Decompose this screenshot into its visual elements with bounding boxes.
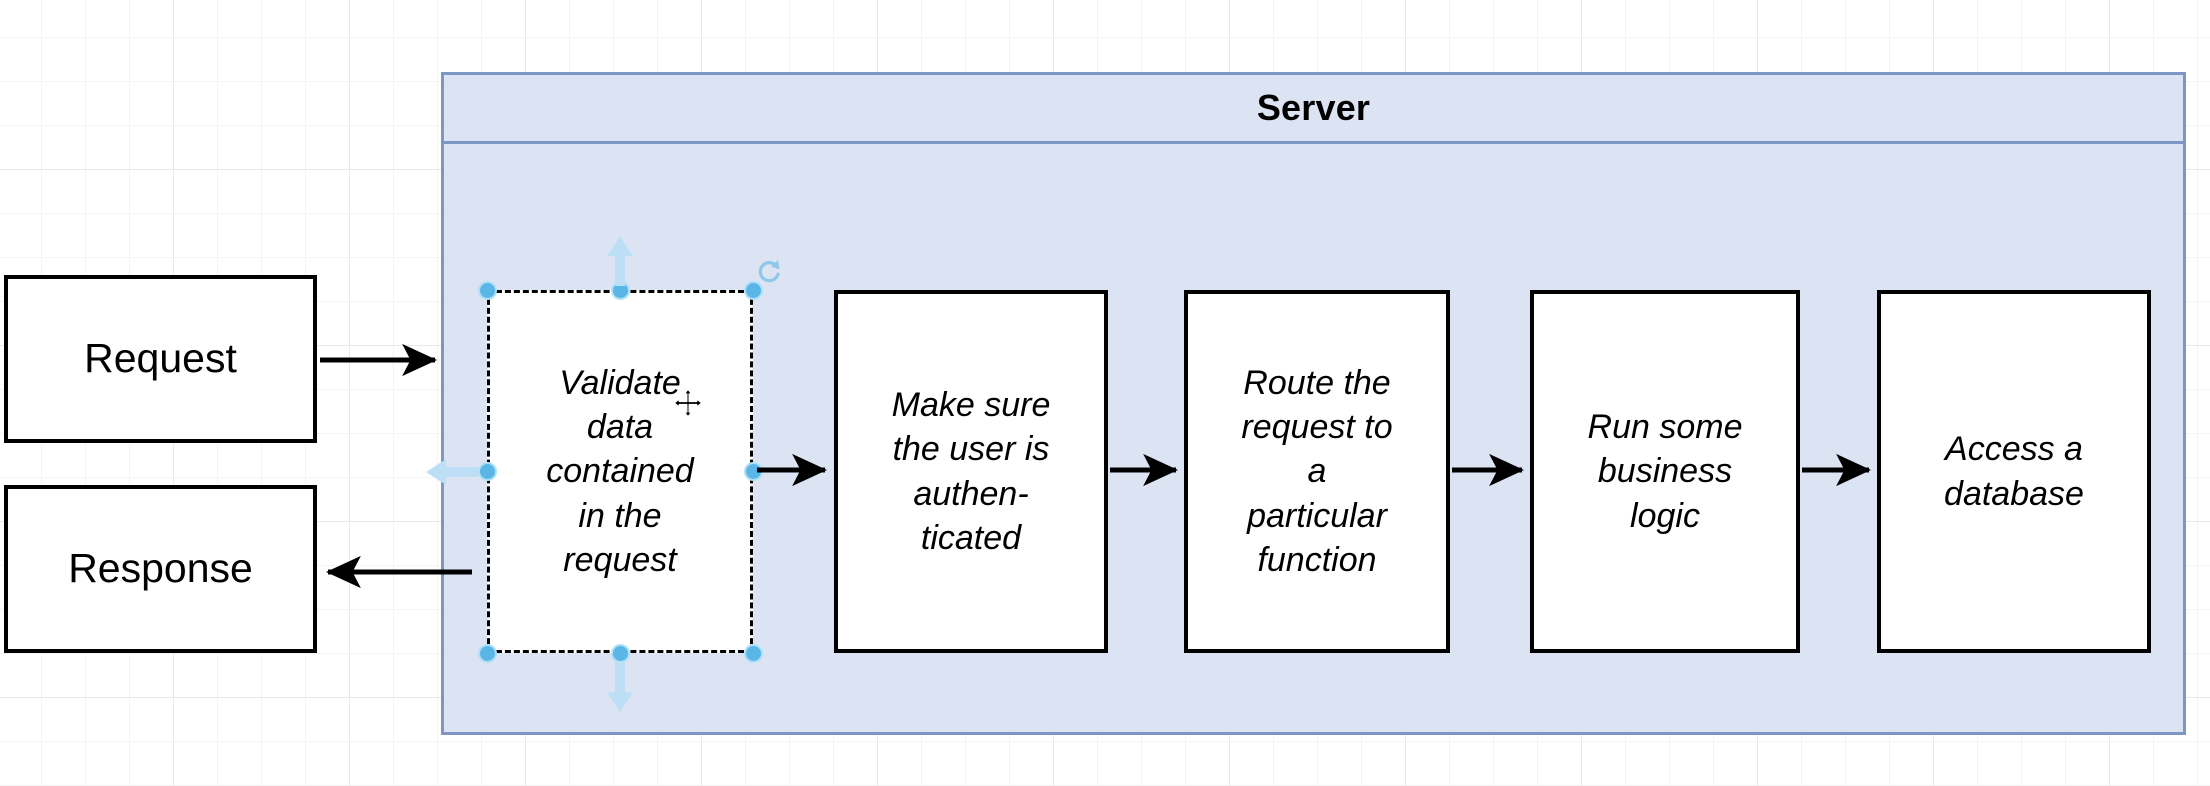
authenticate-box[interactable]: Make sure the user is authen- ticated [834,290,1108,653]
server-title: Server [1256,87,1371,128]
move-cursor-icon [673,388,703,418]
database-box[interactable]: Access a database [1877,290,2151,653]
response-box[interactable]: Response [4,485,317,653]
response-label: Response [68,545,253,592]
connect-hint-arrow-left[interactable] [424,452,482,492]
validate-label: Validate data contained in the request [546,364,694,579]
route-box[interactable]: Route the request to a particular functi… [1184,290,1450,653]
validate-box[interactable]: Validate data contained in the request [487,290,753,653]
resize-handle-top-right[interactable] [744,281,763,300]
resize-handle-middle-right[interactable] [744,462,763,481]
connect-hint-arrow-up[interactable] [600,234,640,290]
rotate-icon[interactable] [754,258,784,288]
resize-handle-middle-left[interactable] [478,462,497,481]
route-label: Route the request to a particular functi… [1241,364,1393,579]
database-label: Access a database [1944,430,2084,513]
resize-handle-top-left[interactable] [478,281,497,300]
server-container-header: Server [444,75,2183,144]
resize-handle-bottom-left[interactable] [478,644,497,663]
business-logic-label: Run some business logic [1587,408,1743,535]
request-box[interactable]: Request [4,275,317,443]
resize-handle-bottom-right[interactable] [744,644,763,663]
connect-hint-arrow-down[interactable] [600,658,640,714]
request-label: Request [84,335,237,382]
business-logic-box[interactable]: Run some business logic [1530,290,1800,653]
authenticate-label: Make sure the user is authen- ticated [891,386,1051,557]
